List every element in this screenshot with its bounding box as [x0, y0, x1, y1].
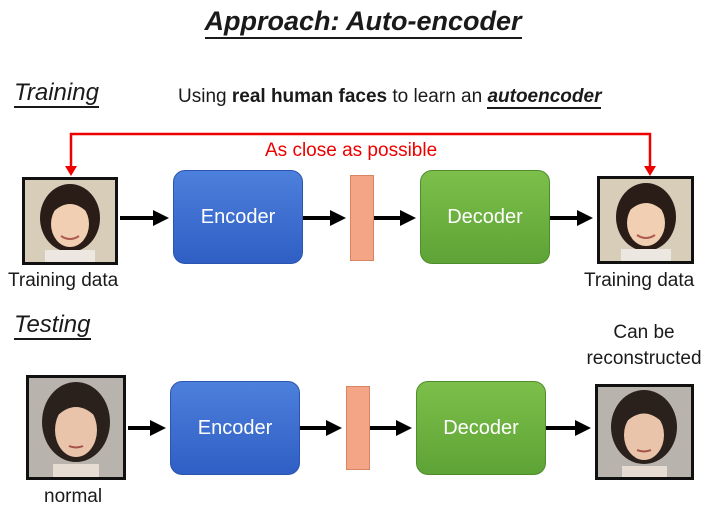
testing-decoder-box: Decoder — [416, 381, 546, 475]
training-output-label: Training data — [584, 270, 695, 291]
training-subtitle: Using real human faces to learn an autoe… — [178, 86, 602, 109]
training-decoder-box: Decoder — [420, 170, 550, 264]
testing-code-layer — [346, 386, 370, 470]
feedback-arrow — [69, 132, 652, 173]
feedback-arrowhead-right — [644, 166, 656, 176]
feedback-arrowhead-left — [65, 166, 77, 176]
testing-input-face-image — [26, 375, 126, 480]
training-code-layer — [350, 175, 374, 261]
testing-output-label-line1: Can be — [613, 322, 675, 343]
testing-output-face-image — [595, 384, 694, 480]
as-close-as-possible-label: As close as possible — [265, 140, 438, 161]
testing-encoder-box: Encoder — [170, 381, 300, 475]
training-encoder-box: Encoder — [173, 170, 303, 264]
training-heading: Training — [14, 79, 99, 108]
training-output-face-image — [597, 176, 694, 264]
testing-heading: Testing — [14, 311, 91, 340]
training-input-label: Training data — [8, 270, 119, 291]
testing-input-label: normal — [44, 486, 103, 507]
page-title: Approach: Auto-encoder — [0, 6, 726, 39]
testing-output-label-line2: reconstructed — [586, 348, 702, 369]
training-input-face-image — [22, 177, 118, 265]
